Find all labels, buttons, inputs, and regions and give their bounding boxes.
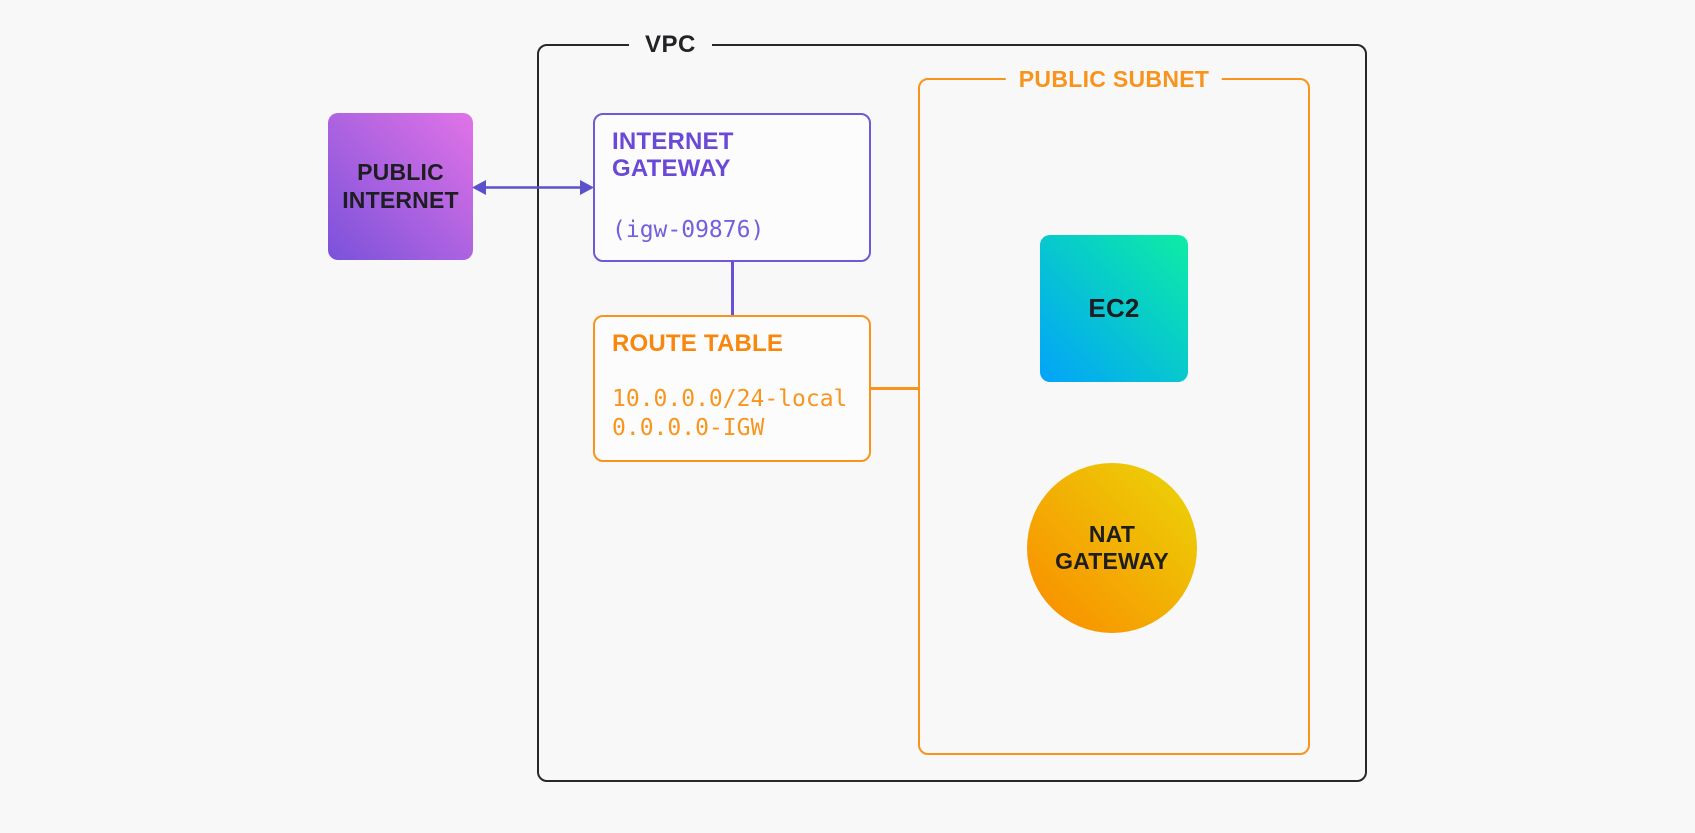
igw-to-routetable-connector [731, 261, 734, 316]
route-entry: 10.0.0.0/24-local [612, 385, 848, 412]
public-internet-label: PUBLIC INTERNET [342, 159, 459, 213]
bidirectional-arrow-icon [472, 180, 594, 195]
internet-gateway-title: INTERNET GATEWAY [612, 128, 734, 182]
nat-gateway-node: NAT GATEWAY [1027, 463, 1197, 633]
public-internet-node: PUBLIC INTERNET [328, 113, 473, 260]
route-table-node: ROUTE TABLE 10.0.0.0/24-local 0.0.0.0-IG… [593, 315, 871, 462]
internet-gateway-node: INTERNET GATEWAY (igw-09876) [593, 113, 871, 262]
internet-gateway-id: (igw-09876) [612, 217, 765, 243]
public-subnet-label: PUBLIC SUBNET [1005, 65, 1223, 93]
routetable-to-subnet-connector [870, 387, 918, 390]
ec2-node: EC2 [1040, 235, 1188, 382]
nat-gateway-label: NAT GATEWAY [1055, 520, 1169, 574]
public-subnet-container: PUBLIC SUBNET [918, 65, 1310, 755]
route-entry: 0.0.0.0-IGW [612, 414, 765, 441]
route-table-title: ROUTE TABLE [612, 330, 784, 357]
vpc-container: VPC [537, 30, 1367, 782]
ec2-label: EC2 [1088, 293, 1140, 324]
vpc-label: VPC [629, 30, 712, 59]
route-table-entries: 10.0.0.0/24-local 0.0.0.0-IGW [612, 385, 853, 443]
